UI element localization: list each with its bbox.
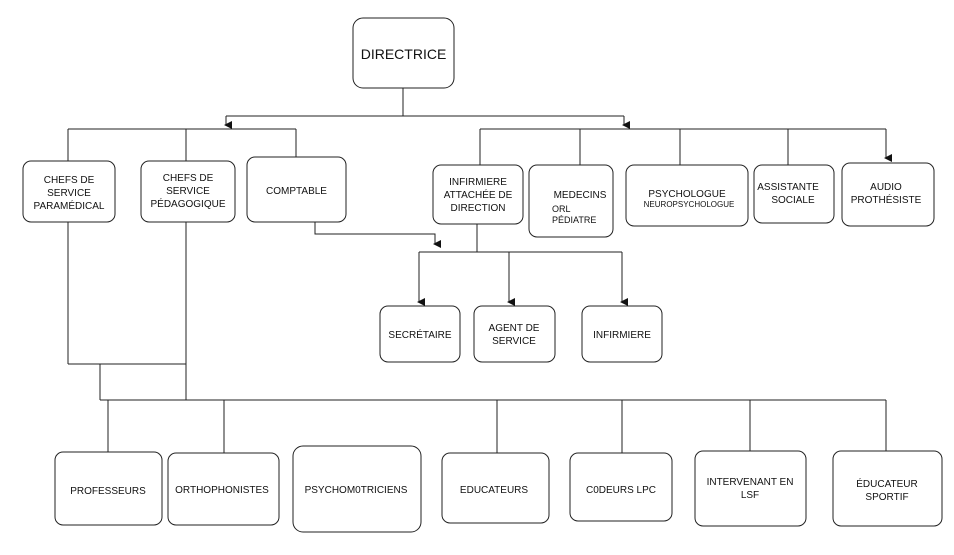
node-professeurs-label: PROFESSEURS — [70, 486, 146, 497]
node-infirmiere-direction: INFIRMIERE ATTACHÉE DE DIRECTION — [432, 164, 524, 225]
node-chefs-pedagogique-line2: SERVICE — [166, 186, 210, 197]
node-chefs-paramedical: CHEFS DE SERVICE PARAMÉDICAL — [22, 160, 116, 223]
node-infirmiere: INFIRMIERE — [581, 305, 663, 363]
node-audio-prothesiste-line2: PROTHÉSISTE — [851, 193, 922, 206]
node-agent-service-line2: SERVICE — [492, 336, 536, 347]
node-directrice-label: DIRECTRICE — [361, 46, 447, 62]
node-psychomotriciens: PSYCHOM0TRICIENS — [292, 445, 422, 533]
node-assistante-sociale-line2: SOCIALE — [771, 195, 815, 206]
node-codeurs-lpc: C0DEURS LPC — [569, 452, 673, 522]
node-medecins: MEDECINS ORL PÉDIATRE — [528, 164, 614, 238]
node-medecins-label: MEDECINS — [554, 190, 607, 201]
node-chefs-pedagogique-line1: CHEFS DE — [163, 173, 214, 184]
node-psychomotriciens-label: PSYCHOM0TRICIENS — [305, 485, 408, 496]
connector-comptable-infirmiere — [314, 222, 441, 248]
node-educateur-sportif: ÉDUCATEUR SPORTIF — [832, 450, 943, 527]
node-assistante-sociale-line1: ASSISTANTE — [757, 182, 819, 193]
node-professeurs: PROFESSEURS — [54, 451, 163, 526]
node-orthophonistes-label: ORTHOPHONISTES — [175, 485, 269, 496]
node-medecins-sub-line1: ORL — [552, 204, 571, 214]
node-educateur-sportif-line1: ÉDUCATEUR — [856, 477, 917, 490]
connectors — [67, 88, 892, 453]
node-intervenant-lsf: INTERVENANT EN LSF — [694, 450, 807, 527]
node-secretaire-label: SECRÉTAIRE — [388, 328, 451, 341]
node-comptable-label: COMPTABLE — [266, 186, 327, 197]
node-secretaire: SECRÉTAIRE — [379, 305, 461, 363]
node-educateurs-label: EDUCATEURS — [460, 485, 528, 496]
node-chefs-paramedical-line1: CHEFS DE — [44, 175, 95, 186]
node-assistante-sociale: ASSISTANTE SOCIALE — [753, 164, 835, 224]
node-codeurs-lpc-label: C0DEURS LPC — [586, 485, 656, 496]
node-psychologue-label: PSYCHOLOGUE — [648, 189, 726, 200]
node-audio-prothesiste: AUDIO PROTHÉSISTE — [841, 162, 935, 227]
node-directrice: DIRECTRICE — [352, 17, 455, 89]
node-agent-service: AGENT DE SERVICE — [473, 305, 556, 363]
node-intervenant-lsf-line1: INTERVENANT EN — [707, 477, 794, 488]
node-educateurs: EDUCATEURS — [441, 452, 550, 524]
node-infirmiere-direction-line3: DIRECTION — [451, 203, 506, 214]
node-intervenant-lsf-line2: LSF — [741, 490, 759, 501]
node-infirmiere-direction-line1: INFIRMIERE — [449, 177, 507, 188]
node-educateur-sportif-line2: SPORTIF — [865, 492, 908, 503]
node-agent-service-line1: AGENT DE — [489, 323, 540, 334]
node-comptable: COMPTABLE — [246, 156, 347, 223]
node-orthophonistes: ORTHOPHONISTES — [167, 452, 280, 526]
node-psychologue: PSYCHOLOGUE NEUROPSYCHOLOGUE — [625, 164, 749, 227]
node-chefs-pedagogique: CHEFS DE SERVICE PÉDAGOGIQUE — [140, 160, 236, 223]
node-psychologue-sub: NEUROPSYCHOLOGUE — [644, 200, 735, 209]
node-infirmiere-direction-line2: ATTACHÉE DE — [444, 188, 513, 201]
node-infirmiere-label: INFIRMIERE — [593, 330, 651, 341]
node-audio-prothesiste-line1: AUDIO — [870, 182, 902, 193]
node-chefs-paramedical-line3: PARAMÉDICAL — [34, 199, 105, 212]
node-chefs-pedagogique-line3: PÉDAGOGIQUE — [150, 197, 225, 210]
node-chefs-paramedical-line2: SERVICE — [47, 188, 91, 199]
node-medecins-sub-line2: PÉDIATRE — [552, 215, 596, 225]
